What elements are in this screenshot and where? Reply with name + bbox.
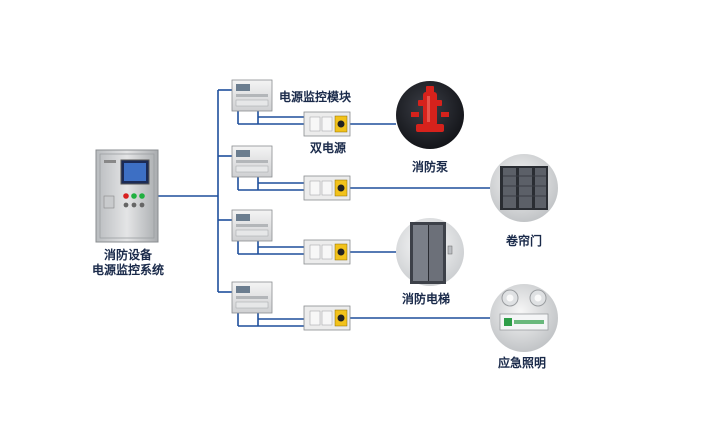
- system-title-line2: 电源监控系统: [91, 263, 164, 277]
- cabinet-indicator-red: [123, 193, 129, 199]
- dual-power-switch-1: [303, 111, 351, 137]
- control-cabinet: [95, 149, 159, 243]
- module-wires-2: [237, 177, 306, 191]
- system-title-line1: 消防设备: [103, 248, 152, 262]
- dual-power-switch-2: [303, 175, 351, 201]
- cabinet-indicator-green-2: [139, 193, 145, 199]
- emergency-lighting-device: [490, 284, 558, 352]
- system-title: 消防设备 电源监控系统: [74, 248, 182, 278]
- power-monitor-module-1: [231, 79, 273, 112]
- connection-lines: [158, 89, 490, 327]
- emergency-lighting-label: 应急照明: [498, 356, 547, 370]
- power-monitor-module-3: [231, 209, 273, 242]
- fire-elevator-label: 消防电梯: [402, 292, 451, 306]
- fire-pump-label: 消防泵: [412, 160, 449, 174]
- dual-power-label: 双电源: [310, 141, 347, 155]
- rolling-shutter-label: 卷帘门: [506, 234, 543, 248]
- elevator-door-icon: [410, 222, 453, 284]
- rolling-shutter-device: [490, 154, 558, 222]
- dual-power-switch-3: [303, 239, 351, 265]
- power-module-label: 电源监控模块: [279, 90, 352, 104]
- module-wires-1: [237, 111, 306, 125]
- cabinet-indicator-green: [131, 193, 137, 199]
- rolling-shutter-icon: [500, 166, 548, 210]
- module-wires-4: [237, 313, 306, 327]
- fire-elevator-device: [396, 218, 464, 286]
- emergency-light-icon: [501, 289, 547, 307]
- power-monitor-module-2: [231, 145, 273, 178]
- fire-pump-device: [396, 81, 464, 149]
- module-wires-3: [237, 241, 306, 255]
- power-monitor-module-4: [231, 281, 273, 314]
- dual-power-switch-4: [303, 305, 351, 331]
- exit-sign-icon: [499, 313, 549, 331]
